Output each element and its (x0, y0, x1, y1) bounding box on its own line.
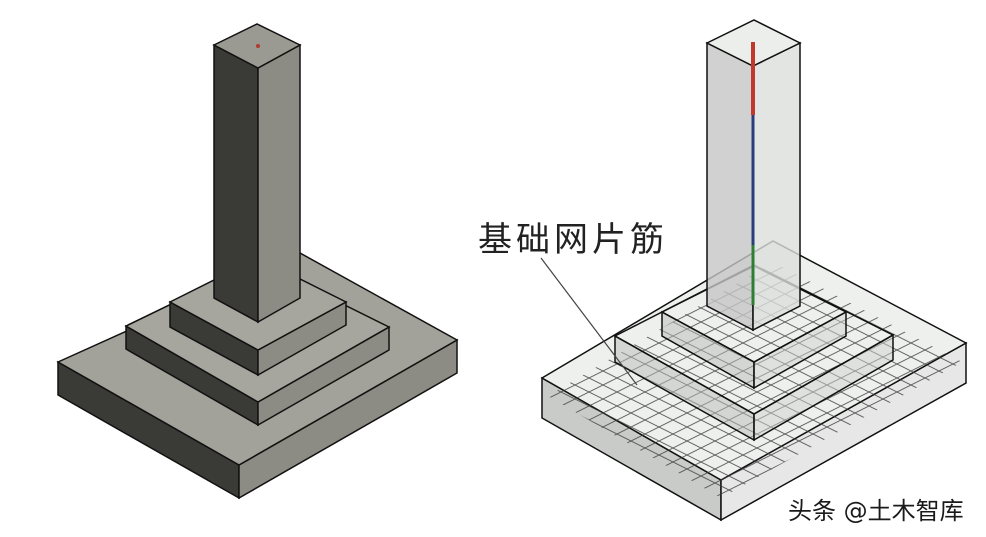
callout-leader-line (540, 257, 638, 386)
callout-label: 基础网片筋 (478, 220, 668, 260)
solid-footing-model (56, 23, 459, 500)
watermark: 头条 @土木智库 (788, 497, 964, 525)
rebar-end-marker (256, 44, 260, 48)
transparent-footing-model (540, 19, 968, 522)
